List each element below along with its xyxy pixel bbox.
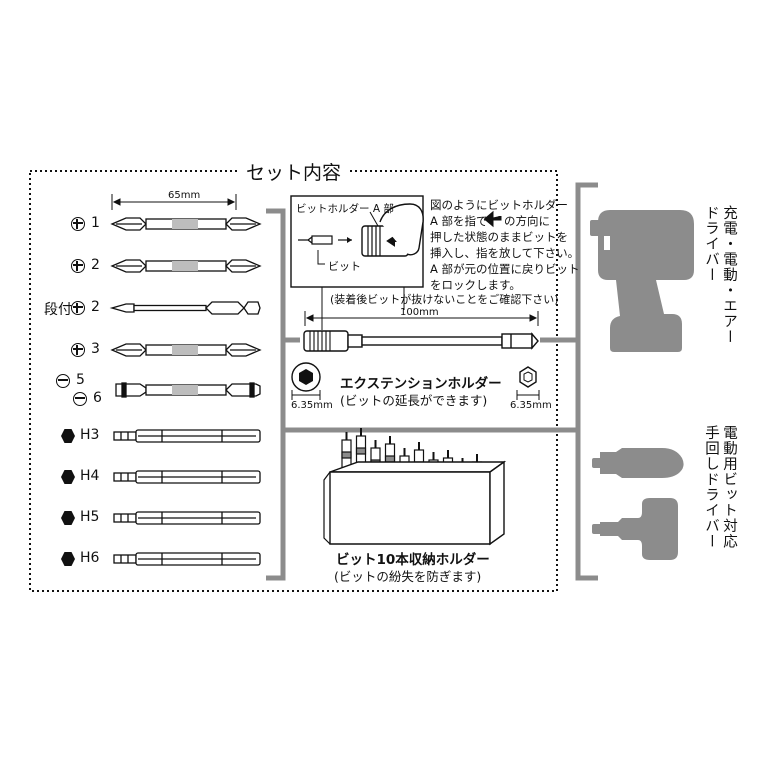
bit-label-6: H4 bbox=[80, 468, 100, 484]
phillips-icon bbox=[71, 343, 85, 357]
bit-1 bbox=[110, 259, 262, 273]
bit-0 bbox=[110, 217, 262, 231]
hex-right-label: 6.35mm bbox=[510, 400, 552, 411]
bit-label-0: 1 bbox=[91, 215, 100, 231]
divider-lines bbox=[266, 182, 598, 581]
extension-holder-name: エクステンションホルダー bbox=[340, 376, 502, 392]
instruction-line-1: 図のようにビットホルダー bbox=[430, 198, 568, 212]
hex-icon bbox=[61, 552, 75, 566]
bit-label-7: H5 bbox=[80, 509, 100, 525]
hex-icon bbox=[61, 470, 75, 484]
phillips-icon bbox=[71, 259, 85, 273]
bit-label: ビット bbox=[328, 260, 361, 273]
hand-tool-label-2: 手回しドライバー bbox=[703, 425, 719, 549]
storage-holder bbox=[323, 428, 507, 546]
bit-label-2: 2 bbox=[91, 299, 100, 315]
holder-length-label: 100mm bbox=[400, 307, 439, 318]
bit-holder-inset bbox=[290, 195, 424, 330]
bit-4-band bbox=[172, 385, 198, 395]
hex-icon bbox=[61, 429, 75, 443]
holder-length-dimension bbox=[304, 311, 539, 326]
bit-7 bbox=[113, 511, 261, 525]
page-title: セット内容 bbox=[240, 158, 348, 185]
bit-2 bbox=[109, 301, 261, 315]
caution-note: (装着後ビットが抜けないことをご確認下さい) bbox=[330, 293, 559, 306]
bit-label-2-prefix: 段付 bbox=[44, 302, 72, 318]
phillips-icon bbox=[71, 217, 85, 231]
hex-socket-left bbox=[291, 362, 321, 400]
instruction-line-3: の方向に bbox=[504, 214, 550, 228]
bit-label-5: H3 bbox=[80, 427, 100, 443]
power-tool-label-2: ドライバー bbox=[703, 205, 719, 283]
bit-5 bbox=[113, 429, 261, 443]
bit-label-8: H6 bbox=[80, 550, 100, 566]
bit-8 bbox=[113, 552, 261, 566]
slotted-icon bbox=[56, 374, 70, 388]
bit-length-dimension bbox=[111, 194, 237, 210]
bit-6 bbox=[113, 470, 261, 484]
instruction-line-2: A 部を指で bbox=[430, 214, 488, 228]
instruction-line-4: 押した状態のままビットを bbox=[430, 230, 568, 244]
hex-left-label: 6.35mm bbox=[291, 400, 333, 411]
bit-3 bbox=[110, 343, 262, 357]
bit-label-3: 3 bbox=[91, 341, 100, 357]
instruction-line-6: A 部が元の位置に戻りビット bbox=[430, 262, 580, 276]
instruction-line-7: をロックします。 bbox=[430, 278, 521, 292]
extension-holder-desc: (ビットの延長ができます) bbox=[340, 393, 488, 408]
bit-3-band bbox=[172, 345, 198, 355]
storage-holder-desc: (ビットの紛失を防ぎます) bbox=[334, 569, 482, 584]
slotted-icon bbox=[73, 392, 87, 406]
hex-shank-right bbox=[516, 366, 540, 400]
hand-screwdriver-icon bbox=[592, 498, 678, 560]
dotted-frame bbox=[29, 170, 558, 592]
extension-holder bbox=[303, 330, 539, 352]
bit-0-band bbox=[172, 219, 198, 229]
instruction-line-5: 挿入し、指を放して下さい。 bbox=[430, 246, 580, 260]
electric-screwdriver-icon bbox=[592, 448, 684, 478]
bit-label-4: 5 bbox=[76, 372, 85, 388]
hand-tool-label-1: 電動用ビット対応 bbox=[721, 425, 737, 549]
part-a-label: ビットホルダー A 部 bbox=[296, 203, 394, 215]
bit-label-4-second: 6 bbox=[93, 390, 102, 406]
power-tool-label-1: 充電・電動・エアー bbox=[721, 205, 737, 345]
phillips-icon bbox=[71, 301, 85, 315]
bit-length-label: 65mm bbox=[168, 190, 201, 201]
bit-1-band bbox=[172, 261, 198, 271]
impact-driver-icon bbox=[590, 210, 694, 352]
bits-layer bbox=[109, 217, 262, 566]
bit-label-1: 2 bbox=[91, 257, 100, 273]
hex-icon bbox=[61, 511, 75, 525]
left-arrow-icon bbox=[483, 210, 502, 228]
bit-4 bbox=[115, 382, 261, 398]
storage-holder-name: ビット10本収納ホルダー bbox=[336, 552, 490, 568]
